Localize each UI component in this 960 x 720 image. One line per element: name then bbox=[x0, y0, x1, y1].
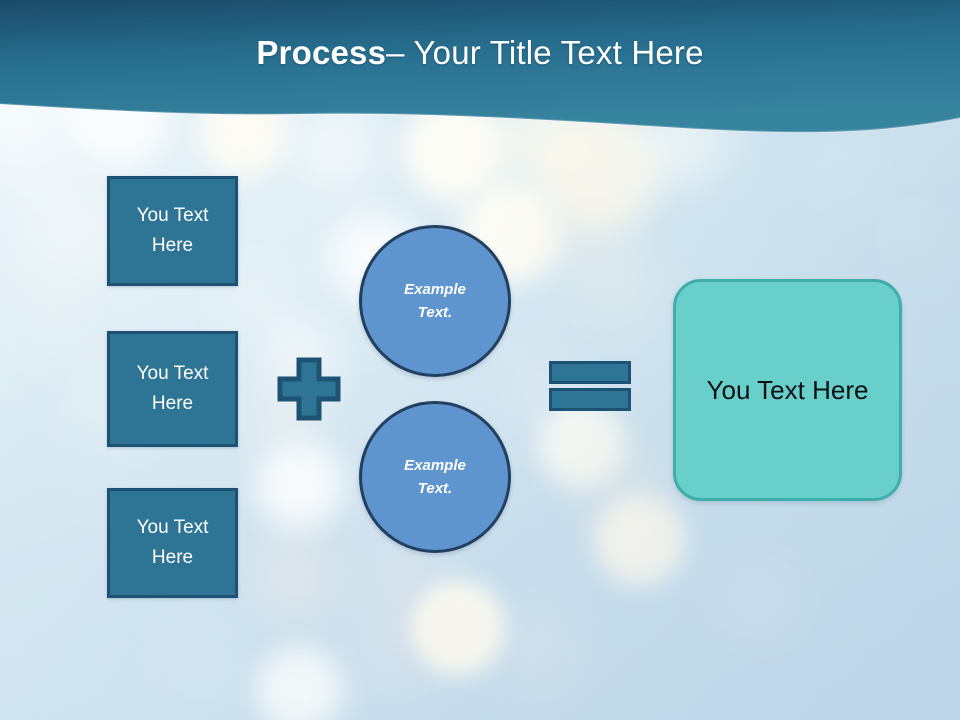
bokeh-circle bbox=[594, 494, 686, 586]
input-box-1[interactable]: You Text Here bbox=[107, 176, 238, 286]
bokeh-circle bbox=[584, 252, 656, 324]
bokeh-circle bbox=[296, 108, 376, 188]
example-circle-1-label: Example Text. bbox=[404, 278, 466, 325]
bokeh-circle bbox=[724, 564, 796, 636]
page-title-rest: – Your Title Text Here bbox=[386, 34, 704, 71]
input-box-1-line1: You Text bbox=[136, 204, 209, 226]
input-box-1-line2: Here bbox=[151, 235, 194, 256]
equals-bar-bottom bbox=[549, 388, 631, 411]
bokeh-circle bbox=[546, 190, 626, 270]
input-box-2-line2: Here bbox=[151, 393, 194, 414]
bokeh-circle bbox=[12, 272, 92, 352]
result-box[interactable]: You Text Here bbox=[673, 279, 902, 501]
header-wave-band bbox=[0, 0, 960, 134]
input-box-2-line1: You Text bbox=[136, 362, 209, 384]
equals-bar-top bbox=[549, 361, 631, 384]
input-box-3[interactable]: You Text Here bbox=[107, 488, 238, 598]
example-circle-2-label: Example Text. bbox=[404, 454, 466, 501]
bokeh-circle bbox=[256, 538, 336, 618]
bokeh-circle bbox=[538, 400, 626, 488]
bokeh-circle bbox=[410, 580, 506, 676]
equals-operator-icon bbox=[549, 361, 631, 411]
example-circle-1-line2: Text. bbox=[417, 304, 453, 321]
example-circle-2-line2: Text. bbox=[417, 480, 453, 497]
bokeh-circle bbox=[354, 614, 430, 690]
input-box-1-label: You Text Here bbox=[137, 201, 209, 262]
example-circle-2[interactable]: Example Text. bbox=[359, 401, 511, 553]
example-circle-1-line1: Example bbox=[404, 280, 466, 298]
example-circle-1[interactable]: Example Text. bbox=[359, 225, 511, 377]
bokeh-circle bbox=[256, 442, 344, 530]
input-box-3-line1: You Text bbox=[136, 516, 209, 538]
result-box-label: You Text Here bbox=[706, 374, 869, 405]
bokeh-circle bbox=[256, 646, 344, 720]
bokeh-circle bbox=[808, 134, 876, 202]
page-title: Process – Your Title Text Here bbox=[0, 0, 960, 106]
bokeh-circle bbox=[164, 628, 232, 696]
input-box-3-line2: Here bbox=[151, 547, 194, 568]
bokeh-circle bbox=[500, 610, 580, 690]
plus-operator-icon bbox=[277, 357, 341, 421]
input-box-3-label: You Text Here bbox=[137, 513, 209, 574]
input-box-2-label: You Text Here bbox=[137, 359, 209, 420]
page-title-strong: Process bbox=[256, 34, 387, 71]
example-circle-2-line1: Example bbox=[404, 456, 466, 474]
bokeh-circle bbox=[886, 206, 946, 266]
input-box-2[interactable]: You Text Here bbox=[107, 331, 238, 447]
